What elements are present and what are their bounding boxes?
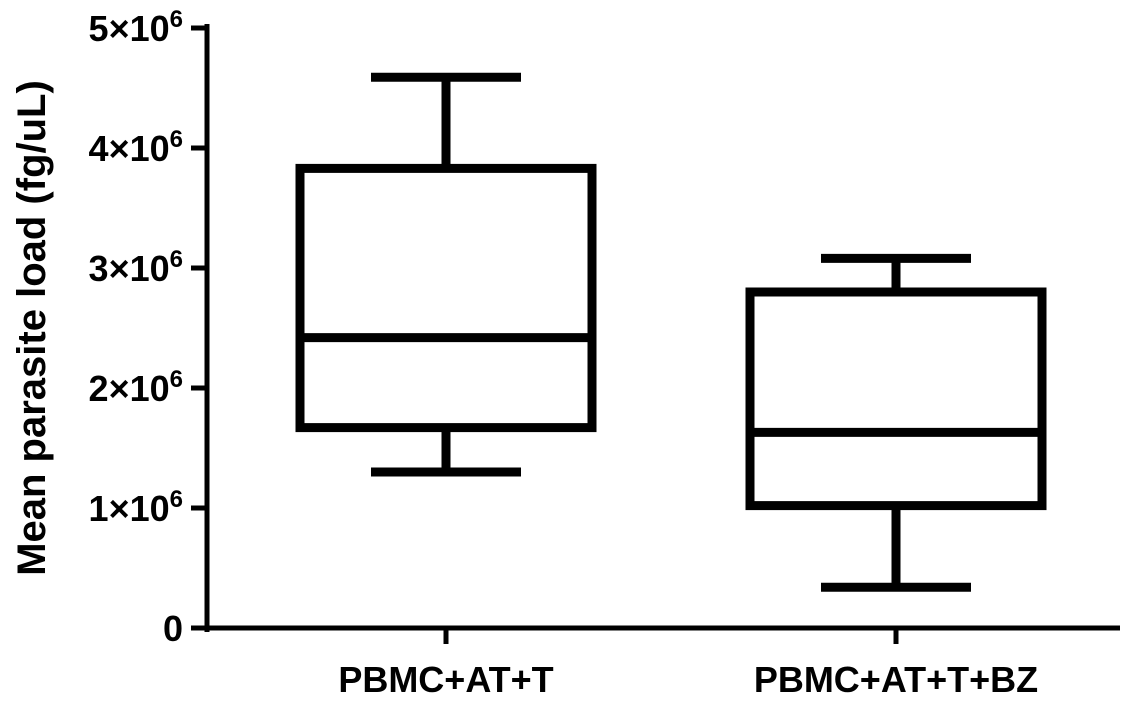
boxes-group <box>295 72 1047 592</box>
y-tick-label: 2×106 <box>89 366 183 409</box>
y-tick-label: 4×106 <box>89 126 183 169</box>
x-category-label: PBMC+AT+T <box>338 659 553 700</box>
y-axis-title: Mean parasite load (fg/uL) <box>10 80 54 576</box>
x-axis: PBMC+AT+T PBMC+AT+T+BZ <box>205 625 1120 700</box>
iqr-box <box>295 163 597 433</box>
x-category-label: PBMC+AT+T+BZ <box>754 659 1038 700</box>
iqr-box <box>745 287 1047 511</box>
box-1 <box>295 72 597 477</box>
y-axis: 0 1×106 2×106 3×106 4×106 5×106 <box>89 6 210 649</box>
y-tick-label: 0 <box>163 608 183 649</box>
box-2 <box>745 253 1047 592</box>
y-tick-label: 1×106 <box>89 486 183 529</box>
y-tick-label: 3×106 <box>89 246 183 289</box>
y-tick-label: 5×106 <box>89 6 183 49</box>
